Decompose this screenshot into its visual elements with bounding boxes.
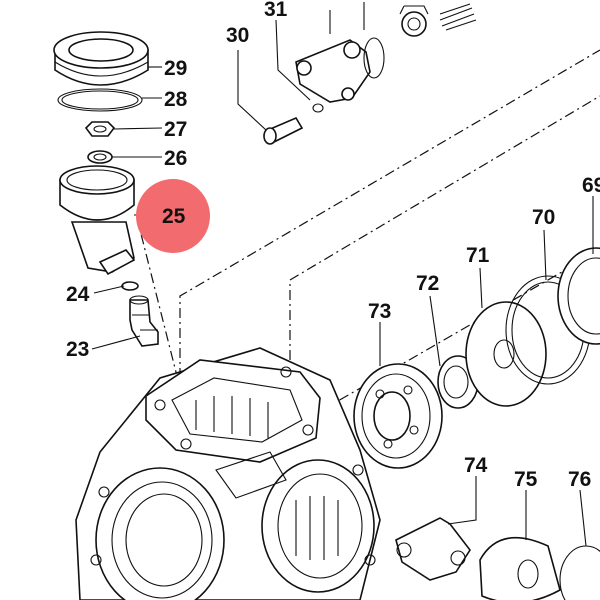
part-69-bearing[interactable] bbox=[557, 247, 600, 345]
part-30-bolt[interactable] bbox=[263, 116, 304, 145]
part-31-ring[interactable] bbox=[363, 37, 385, 79]
callout-30[interactable]: 30 bbox=[226, 24, 249, 47]
callout-28[interactable]: 28 bbox=[164, 88, 188, 111]
part-73-bearing[interactable] bbox=[353, 363, 443, 469]
part-71-disc[interactable] bbox=[465, 301, 547, 407]
callout-26[interactable]: 26 bbox=[164, 147, 187, 170]
callout-31[interactable]: 31 bbox=[264, 0, 288, 21]
callout-72[interactable]: 72 bbox=[416, 272, 439, 295]
callout-69[interactable]: 69 bbox=[582, 174, 600, 197]
assembly-axis-lines bbox=[139, 49, 600, 421]
callout-23[interactable]: 23 bbox=[66, 338, 89, 361]
part-gear[interactable] bbox=[399, 5, 429, 37]
callout-74[interactable]: 74 bbox=[464, 454, 488, 477]
callout-73[interactable]: 73 bbox=[368, 300, 391, 323]
callout-27[interactable]: 27 bbox=[164, 118, 187, 141]
part-23-nipple[interactable] bbox=[129, 295, 159, 347]
part-26-washer[interactable] bbox=[87, 150, 113, 164]
part-24-small-oring[interactable] bbox=[121, 281, 139, 291]
part-76-ring[interactable] bbox=[559, 545, 600, 600]
part-74-bracket[interactable] bbox=[395, 517, 471, 581]
callout-75[interactable]: 75 bbox=[514, 468, 538, 491]
part-29-cap[interactable] bbox=[53, 31, 149, 86]
callout-71[interactable]: 71 bbox=[466, 244, 490, 267]
callout-numbers: 29 28 27 26 25 24 23 30 31 69 70 71 72 7… bbox=[66, 0, 600, 491]
callout-76[interactable]: 76 bbox=[568, 468, 591, 491]
part-75-cup[interactable] bbox=[479, 536, 561, 600]
callout-25[interactable]: 25 bbox=[162, 205, 186, 228]
part-27-nut[interactable] bbox=[84, 121, 116, 137]
highlight-circle-25 bbox=[136, 179, 210, 253]
leader-lines bbox=[91, 2, 594, 547]
part-spring[interactable] bbox=[439, 3, 477, 31]
callout-70[interactable]: 70 bbox=[532, 206, 555, 229]
part-25-funnel[interactable] bbox=[59, 165, 136, 276]
part-28-oring[interactable] bbox=[57, 88, 143, 112]
callout-29[interactable]: 29 bbox=[164, 57, 187, 80]
callout-24[interactable]: 24 bbox=[66, 283, 90, 306]
main-housing[interactable] bbox=[75, 347, 381, 600]
part-31-bracket[interactable] bbox=[295, 39, 371, 113]
